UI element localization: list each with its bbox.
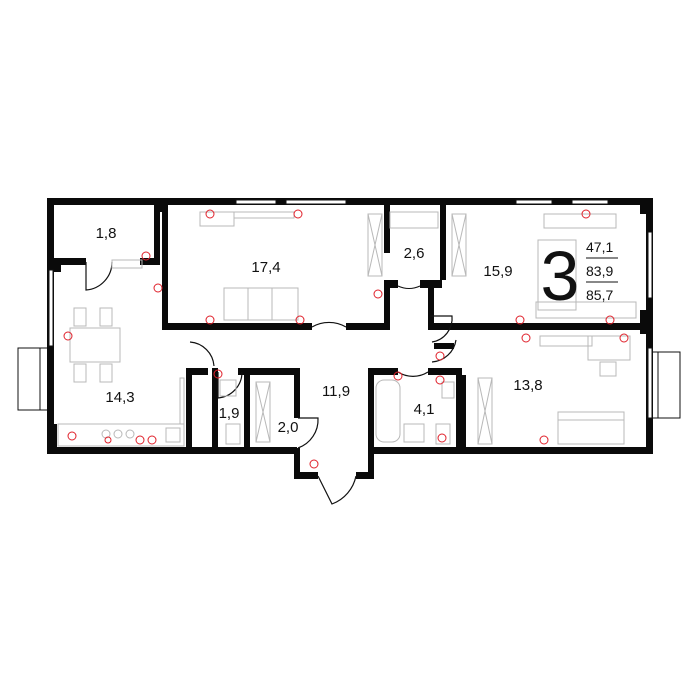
top-windows bbox=[48, 199, 653, 419]
total-area-with-balcony: 85,7 bbox=[586, 287, 613, 303]
room-labels: 1,8 17,4 2,6 15,9 14,3 11,9 1,9 2,0 4,1 … bbox=[96, 225, 543, 436]
room-area-storage: 1,8 bbox=[96, 225, 117, 242]
electrical-sockets bbox=[63, 209, 629, 469]
doors bbox=[85, 261, 457, 505]
bathtub bbox=[375, 379, 401, 443]
room-area-bedroom-1: 17,4 bbox=[251, 259, 280, 276]
room-area-wc: 1,9 bbox=[219, 405, 240, 422]
room-area-closet-2: 2,0 bbox=[278, 419, 299, 436]
room-area-kitchen-living: 14,3 bbox=[105, 389, 134, 406]
furniture bbox=[57, 211, 637, 447]
left-balcony bbox=[17, 347, 49, 411]
room-area-bedroom-2: 15,9 bbox=[483, 263, 512, 280]
kitchen-counter bbox=[57, 423, 185, 447]
room-area-bathroom: 4,1 bbox=[414, 401, 435, 418]
right-balcony bbox=[651, 351, 681, 419]
room-count: 3 bbox=[541, 237, 580, 315]
dining-table bbox=[69, 327, 121, 363]
bed-3 bbox=[557, 411, 625, 445]
bed-2 bbox=[537, 239, 577, 311]
room-area-closet-1: 2,6 bbox=[404, 245, 425, 262]
total-area: 83,9 bbox=[586, 263, 613, 279]
room-area-hall: 11,9 bbox=[322, 383, 350, 400]
apartment-info: 3 47,1 83,9 85,7 bbox=[541, 237, 618, 315]
bed-1 bbox=[223, 287, 299, 321]
room-area-bedroom-3: 13,8 bbox=[513, 377, 542, 394]
interior-walls bbox=[54, 205, 646, 479]
living-area: 47,1 bbox=[586, 239, 613, 255]
